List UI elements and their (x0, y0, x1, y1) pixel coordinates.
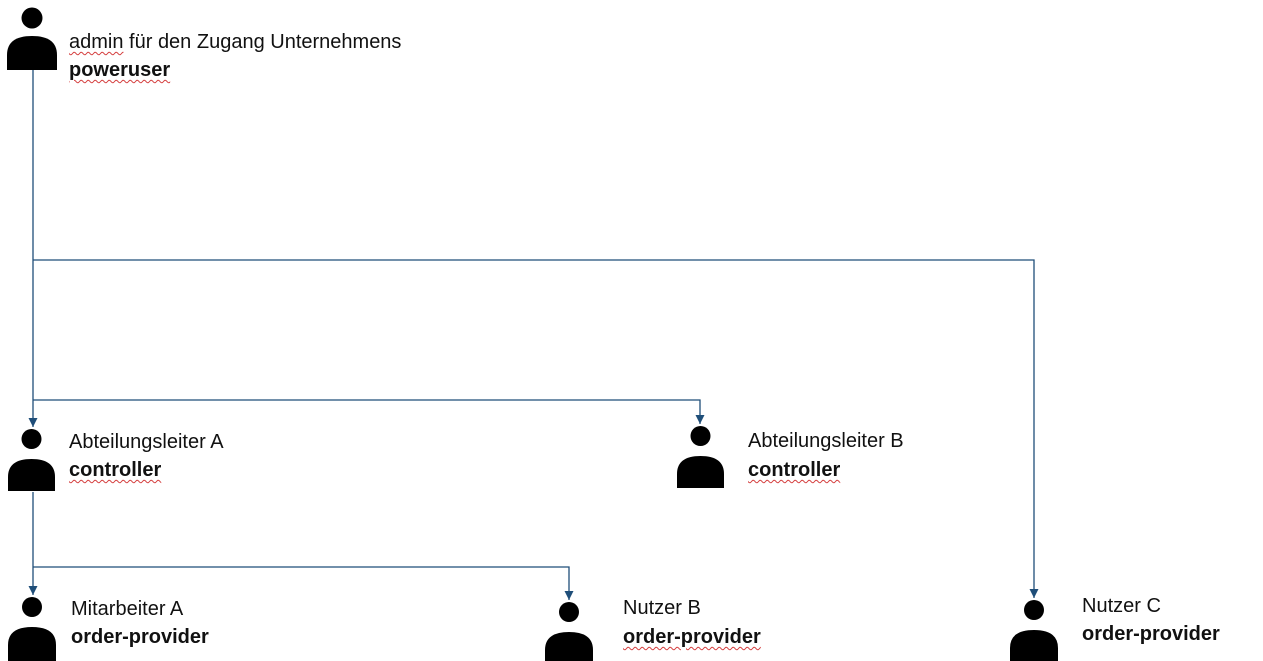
node-role: poweruser (69, 59, 171, 81)
person-icon (8, 597, 56, 661)
edge-admin-to-nutzer-c (33, 259, 1039, 598)
person-icon (545, 602, 593, 661)
edge-admin-to-abteilungsleiter-b (33, 399, 705, 424)
name-suffix: für den Zugang Unternehmens (123, 31, 402, 53)
node-name: Abteilungsleiter B (748, 430, 904, 452)
person-icon (1010, 600, 1058, 661)
node-name: Mitarbeiter A (71, 598, 184, 620)
name-prefix: admin (69, 31, 124, 53)
node-role: order-provider (623, 626, 761, 648)
edge-abteilungsleiter-a-to-nutzer-b (33, 566, 574, 600)
node-role: controller (69, 459, 162, 481)
person-icon (8, 429, 55, 491)
node-role: controller (748, 459, 841, 481)
node-name: Abteilungsleiter A (69, 431, 224, 453)
person-icon (7, 7, 57, 70)
node-name: Nutzer B (623, 597, 701, 619)
node-role: order-provider (71, 626, 209, 648)
person-icon (677, 426, 724, 488)
node-name: admin für den Zugang Unternehmens (69, 30, 401, 54)
node-name: Nutzer C (1082, 595, 1161, 617)
node-role: order-provider (1082, 623, 1220, 645)
